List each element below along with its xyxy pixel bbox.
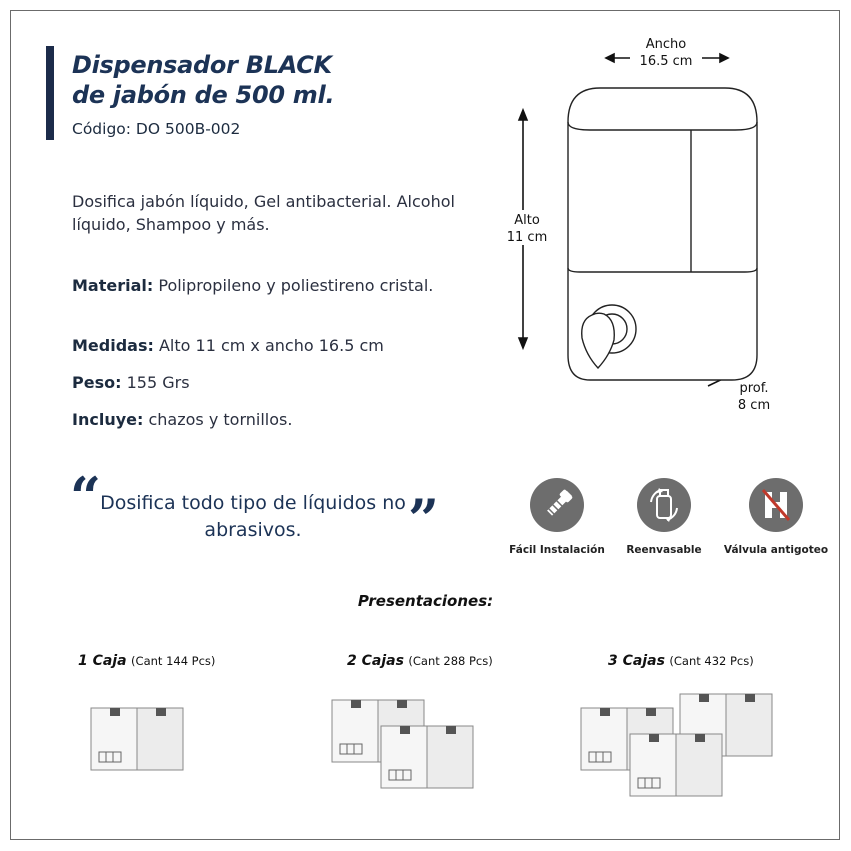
spec-label: Material: <box>72 276 154 295</box>
product-title: Dispensador BLACK de jabón de 500 ml. <box>72 50 335 110</box>
spec-label: Peso: <box>72 373 122 392</box>
box-1a <box>90 707 184 771</box>
spec-value: Alto 11 cm x ancho 16.5 cm <box>153 336 384 355</box>
feature-anti-drip: Válvula antigoteo <box>721 478 831 556</box>
feature-label: Reenvasable <box>626 544 702 556</box>
dispenser-body <box>567 87 758 381</box>
spec-medidas: Medidas: Alto 11 cm x ancho 16.5 cm <box>72 334 452 357</box>
feature-refillable: Reenvasable <box>609 478 719 556</box>
box-2b <box>380 725 474 789</box>
depth-dimension: prof. 8 cm <box>726 380 782 414</box>
product-title-line1: Dispensador BLACK <box>72 51 332 79</box>
width-value: 16.5 cm <box>639 54 693 69</box>
quote-close-mark: ” <box>408 487 440 551</box>
height-value: 11 cm <box>506 230 548 245</box>
height-dimension: Alto 11 cm <box>500 212 554 246</box>
presentation-name: 1 Caja <box>78 653 127 669</box>
spec-value: chazos y tornillos. <box>143 410 293 429</box>
spec-incluye: Incluye: chazos y tornillos. <box>72 408 452 431</box>
feature-easy-install: Fácil Instalación <box>502 478 612 556</box>
depth-value: 8 cm <box>737 398 771 413</box>
spec-peso: Peso: 155 Grs <box>72 371 452 394</box>
refill-bottle-icon <box>637 478 691 532</box>
product-code: Código: DO 500B-002 <box>72 120 241 138</box>
spec-label: Incluye: <box>72 410 144 429</box>
presentation-qty: (Cant 432 Pcs) <box>669 654 754 668</box>
height-label: Alto <box>514 213 540 228</box>
width-label: Ancho <box>645 37 687 52</box>
presentation-1-label: 1 Caja (Cant 144 Pcs) <box>78 653 215 669</box>
presentation-2-label: 2 Cajas (Cant 288 Pcs) <box>347 653 493 669</box>
dispenser-illustration <box>517 52 758 387</box>
spec-material: Material: Polipropileno y poliestireno c… <box>72 274 452 297</box>
width-dimension: Ancho 16.5 cm <box>628 36 704 70</box>
presentation-3-label: 3 Cajas (Cant 432 Pcs) <box>608 653 754 669</box>
feature-label: Fácil Instalación <box>509 544 605 556</box>
quote-text: Dosifica todo tipo de líquidos no abrasi… <box>100 492 406 541</box>
page-frame <box>10 10 840 840</box>
feature-label: Válvula antigoteo <box>723 544 829 556</box>
box-3c <box>629 733 723 797</box>
product-description: Dosifica jabón líquido, Gel antibacteria… <box>72 192 455 234</box>
spec-value: 155 Grs <box>121 373 190 392</box>
presentation-qty: (Cant 144 Pcs) <box>131 654 216 668</box>
spec-label: Medidas: <box>72 336 154 355</box>
product-title-line2: de jabón de 500 ml. <box>72 81 335 109</box>
presentation-name: 2 Cajas <box>347 653 404 669</box>
presentations-title: Presentaciones: <box>357 592 494 610</box>
depth-label: prof. <box>739 381 769 396</box>
presentation-qty: (Cant 288 Pcs) <box>408 654 493 668</box>
height-arrow <box>517 107 529 351</box>
spec-value: Polipropileno y poliestireno cristal. <box>153 276 434 295</box>
quote-open-mark: “ <box>70 465 102 529</box>
wrench-screw-icon <box>530 478 584 532</box>
title-accent-bar <box>46 46 54 140</box>
boxes-illustration <box>90 693 773 797</box>
presentation-name: 3 Cajas <box>608 653 665 669</box>
width-arrow <box>604 52 730 64</box>
no-drip-valve-icon <box>749 478 803 532</box>
